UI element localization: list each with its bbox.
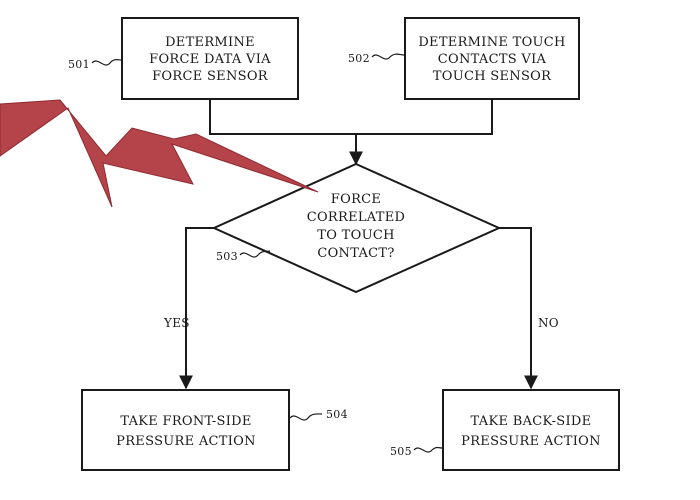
ref-504-leader: [289, 413, 323, 421]
box-501-line-2: FORCE DATA VIA: [149, 52, 271, 67]
node-505: TAKE BACK-SIDE PRESSURE ACTION: [442, 389, 620, 471]
diamond-503-line-1: FORCE: [331, 192, 381, 207]
connector-yes-to-504-arrow: [179, 227, 214, 390]
ref-503: 503: [216, 250, 271, 263]
box-501: [121, 17, 299, 100]
ref-501: 501: [68, 58, 122, 71]
box-501-line-1: DETERMINE: [165, 35, 255, 50]
box-505: [442, 389, 620, 471]
node-501: DETERMINE FORCE DATA VIA FORCE SENSOR: [121, 17, 299, 100]
connector-no-to-505-arrow: [499, 227, 538, 390]
diamond-503-line-2: CORRELATED: [307, 210, 406, 225]
ref-504: 504: [289, 408, 348, 421]
box-502: [404, 17, 580, 100]
box-502-line-1: DETERMINE TOUCH: [418, 35, 565, 50]
box-502-line-2: CONTACTS VIA: [438, 52, 547, 67]
ref-505-label: 505: [390, 445, 412, 458]
diamond-503-line-3: TO TOUCH: [317, 228, 394, 243]
connector-502-to-merge: [356, 99, 493, 135]
ref-501-leader: [91, 59, 122, 66]
diamond-503: [211, 162, 502, 294]
box-505-line-1: TAKE BACK-SIDE: [471, 414, 592, 429]
box-502-line-3: TOUCH SENSOR: [433, 69, 552, 84]
ref-505-leader: [413, 446, 443, 453]
box-505-line-2: PRESSURE ACTION: [461, 434, 601, 449]
branch-yes-label: YES: [163, 316, 190, 330]
branch-no-label: NO: [538, 316, 559, 330]
box-501-line-3: FORCE SENSOR: [152, 69, 269, 84]
ref-501-label: 501: [68, 58, 90, 71]
box-504: [81, 389, 290, 471]
ref-502-label: 502: [348, 52, 370, 65]
ref-504-label: 504: [326, 408, 348, 421]
lightning-bolt-graphic: [0, 99, 319, 208]
ref-502: 502: [348, 52, 405, 65]
node-503: FORCE CORRELATED TO TOUCH CONTACT?: [211, 162, 502, 294]
ref-503-leader: [239, 250, 271, 258]
ref-502-leader: [371, 53, 405, 60]
box-504-line-2: PRESSURE ACTION: [116, 434, 256, 449]
box-504-line-1: TAKE FRONT-SIDE: [120, 414, 251, 429]
ref-505: 505: [390, 445, 443, 458]
node-502: DETERMINE TOUCH CONTACTS VIA TOUCH SENSO…: [404, 17, 580, 100]
ref-503-label: 503: [216, 250, 238, 263]
diamond-503-line-4: CONTACT?: [317, 246, 394, 261]
connector-501-to-merge: [209, 99, 356, 135]
node-504: TAKE FRONT-SIDE PRESSURE ACTION: [81, 389, 290, 471]
